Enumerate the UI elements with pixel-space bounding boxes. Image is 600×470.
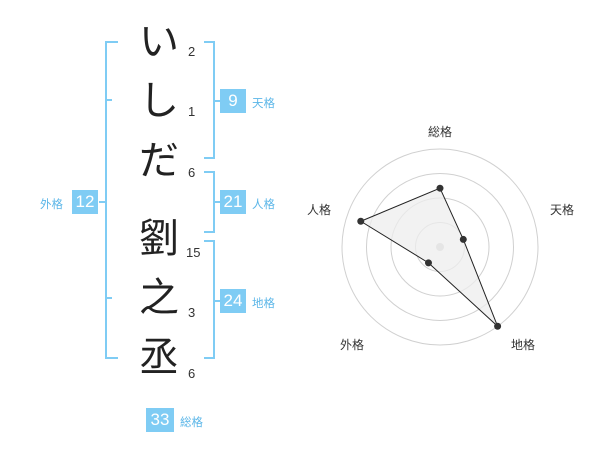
radar-axis-label-jinkaku: 人格	[307, 203, 332, 217]
stroke-count-3: 6	[188, 165, 196, 180]
stroke-count-5: 3	[188, 305, 196, 320]
radar-axis-label-soukaku: 総格	[428, 125, 453, 139]
chikaku-score-badge: 24	[220, 289, 246, 313]
jinkaku-label: 人格	[252, 197, 275, 211]
radar-point-1	[436, 184, 444, 192]
radar-point-4	[424, 259, 432, 267]
stroke-count-6: 6	[188, 366, 196, 381]
name-char-4: 劉	[139, 216, 179, 262]
radar-point-2	[459, 235, 467, 243]
radar-point-5	[357, 217, 365, 225]
radar-axis-label-chikaku: 地格	[511, 338, 536, 352]
tenkaku-label: 天格	[252, 96, 275, 110]
radar-axis-label-tenkaku: 天格	[550, 203, 575, 217]
name-char-2: し	[139, 78, 179, 124]
stroke-count-1: 2	[188, 44, 196, 59]
radar-area	[359, 187, 499, 327]
radar-point-3	[494, 322, 502, 330]
radar-grid-ring	[341, 148, 539, 346]
chikaku-label: 地格	[252, 296, 275, 310]
name-char-1: い	[139, 19, 179, 65]
name-char-5: 之	[139, 275, 179, 321]
stroke-count-2: 1	[188, 104, 196, 119]
radar-grid-ring	[366, 173, 514, 321]
name-char-6: 丞	[139, 335, 179, 381]
name-char-3: だ	[139, 138, 179, 184]
soukaku-score-badge: 33	[146, 408, 174, 432]
jinkaku-score-badge: 21	[220, 190, 246, 214]
stroke-count-4: 15	[186, 245, 201, 260]
gaikaku-score-badge: 12	[72, 190, 98, 214]
soukaku-label: 総格	[180, 415, 203, 429]
tenkaku-score-badge: 9	[220, 89, 246, 113]
gaikaku-label: 外格	[40, 197, 63, 211]
radar-axis-label-gaikaku: 外格	[340, 338, 365, 352]
